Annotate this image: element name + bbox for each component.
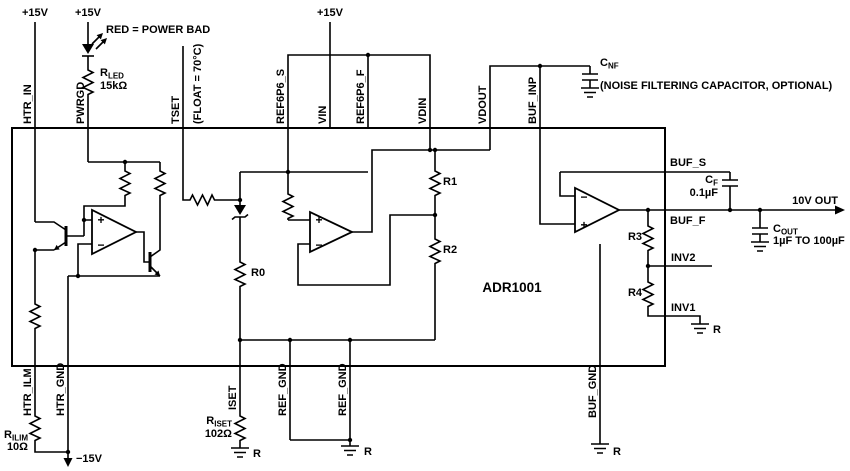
- wires-top: [34, 22, 591, 201]
- led-emission-lines: [91, 35, 105, 50]
- led-arrow-icon: [100, 38, 107, 45]
- transistors: [54, 226, 160, 276]
- pin-label-iset: ISET: [227, 385, 239, 410]
- neg15v-label: −15V: [76, 453, 103, 465]
- output-arrow-icon: [835, 205, 845, 215]
- r0-label: R0: [251, 267, 265, 279]
- opamp-reference-minus: −: [315, 238, 322, 252]
- resistor-heater: [29, 299, 41, 331]
- resistor-r4: [642, 277, 654, 309]
- rilim-value: 10Ω: [7, 441, 28, 453]
- rled-label: RLED: [100, 67, 124, 81]
- wires: [34, 22, 835, 459]
- wires-bottom: [34, 366, 601, 459]
- resistor-r0: [234, 257, 246, 289]
- red-power-bad-note: RED = POWER BAD: [106, 24, 210, 36]
- supply-15v-label: +15V: [75, 7, 102, 19]
- pin-label-buf-s: BUF_S: [670, 157, 706, 169]
- opamp-heater-minus: −: [97, 238, 104, 252]
- pin-label-inv1: INV1: [671, 302, 695, 314]
- cf-value: 0.1µF: [690, 187, 719, 199]
- grounds: [230, 87, 770, 458]
- ground-net-label: R: [364, 446, 372, 458]
- ground-net-label: R: [253, 448, 261, 460]
- resistor-tset: [185, 194, 217, 206]
- pin-label-ref-gnd-2: REF_GND: [337, 363, 349, 416]
- zener-diode-icon: [234, 205, 246, 215]
- pin-label-vin: VIN: [317, 106, 329, 124]
- npn-q1-emitter-arrow: [54, 244, 60, 250]
- pin-label-ref-gnd-1: REF_GND: [277, 363, 289, 416]
- led-icon: [82, 44, 94, 54]
- arrows: [63, 205, 845, 467]
- ground-cout: [750, 241, 770, 252]
- pin-label-htr-ilm: HTR_ILM: [22, 368, 34, 416]
- opamp-reference-plus: +: [315, 213, 322, 227]
- pin-label-buf-f: BUF_F: [670, 215, 706, 227]
- ground-net-label: R: [713, 324, 721, 336]
- cnf-label: CNF: [600, 57, 619, 71]
- cnf-note: (NOISE FILTERING CAPACITOR, OPTIONAL): [600, 80, 833, 92]
- led-arrow-icon: [96, 33, 103, 40]
- rilim-label: RILIM: [4, 429, 28, 443]
- ground-bufgnd: [590, 443, 610, 454]
- neg15v-arrow-icon: [63, 458, 73, 467]
- opamp-buffer-plus: +: [580, 218, 587, 232]
- ground-refgnd: [340, 445, 360, 456]
- r2-label: R2: [443, 244, 457, 256]
- cout-label: COUT: [773, 223, 798, 237]
- pin-label-buf-gnd: BUF_GND: [587, 365, 599, 418]
- r1-label: R1: [443, 176, 457, 188]
- pin-label-tset: TSET: [170, 96, 182, 124]
- opamp-reference-icon: [309, 210, 355, 254]
- ground-inv1: [690, 323, 710, 334]
- zener-cathode: [231, 213, 249, 221]
- opamps: + − + − − +: [91, 186, 622, 256]
- resistor-internal-c: [282, 189, 294, 221]
- pin-label-pwrgd: PWRGD: [75, 82, 87, 124]
- pin-label-htr-in: HTR_IN: [22, 84, 34, 124]
- opamp-buffer-icon: [574, 186, 622, 234]
- riset-value: 102Ω: [205, 428, 232, 440]
- ground-riset: [230, 447, 250, 458]
- cf-label: CF: [705, 174, 718, 188]
- resistor-internal-a: [119, 166, 131, 198]
- cout-value: 1µF TO 100µF: [773, 235, 845, 247]
- resistor-r2: [429, 234, 441, 266]
- wires-reference-section: [216, 128, 491, 366]
- wires-heater-section: [34, 128, 161, 366]
- pin-label-vdin: VDIN: [417, 98, 429, 124]
- pin-label-buf-inp: BUF_INP: [527, 77, 539, 124]
- riset-label: RISET: [206, 415, 232, 429]
- labels: +15V +15V +15V RED = POWER BAD RLED 15kΩ…: [4, 7, 845, 465]
- pin-label-vdout: VDOUT: [477, 85, 489, 124]
- output-10v-label: 10V OUT: [792, 195, 838, 207]
- resistor-r1: [429, 166, 441, 198]
- supply-15v-label: +15V: [317, 7, 344, 19]
- opamp-heater-icon: [91, 208, 139, 256]
- resistor-r3: [642, 221, 654, 253]
- opamp-heater-plus: +: [97, 213, 104, 227]
- capacitor-plates: [582, 73, 768, 235]
- diodes: [82, 33, 249, 221]
- pin-label-ref6p6-f: REF6P6_F: [355, 69, 367, 124]
- ground-cnf: [580, 87, 600, 98]
- resistor-riset: [234, 411, 246, 443]
- pin-label-htr-gnd: HTR_GND: [55, 363, 67, 416]
- resistor-internal-b: [154, 166, 166, 198]
- pin-label-inv2: INV2: [671, 252, 695, 264]
- chip-name: ADR1001: [482, 280, 542, 295]
- opamp-buffer-minus: −: [580, 190, 587, 204]
- tset-float-note: (FLOAT = 70°C): [192, 43, 204, 124]
- chip-outline: [11, 127, 666, 367]
- rled-value: 15kΩ: [100, 80, 127, 92]
- junction-dots: [32, 52, 763, 455]
- supply-15v-label: +15V: [22, 7, 49, 19]
- ground-net-label: R: [613, 446, 621, 458]
- npn-q2-emitter-arrow: [154, 270, 160, 276]
- pin-label-ref6p6-s: REF6P6_S: [275, 69, 287, 124]
- r3-label: R3: [628, 231, 642, 243]
- r4-label: R4: [628, 287, 643, 299]
